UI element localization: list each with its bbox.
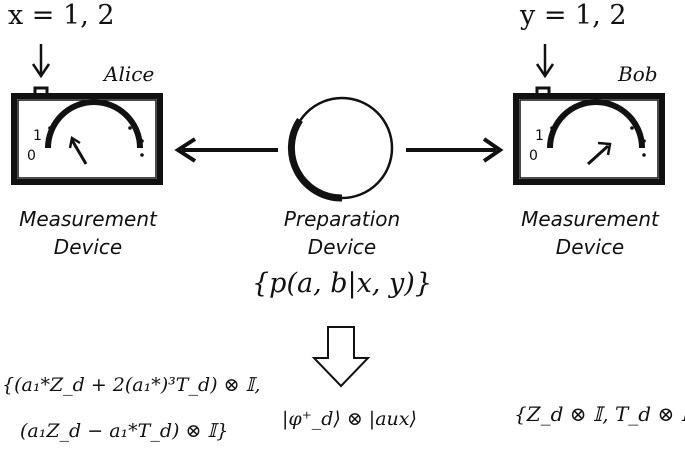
bob-device-label: Measurement Device bbox=[502, 205, 678, 261]
alice-dial-low: 0 bbox=[27, 148, 36, 164]
alice-device-label: Measurement Device bbox=[0, 205, 176, 261]
alice-label-line1: Measurement bbox=[19, 207, 157, 231]
preparation-label-line2: Device bbox=[307, 235, 377, 259]
alice-observables-line1: {(a₁*Z_d + 2(a₁*)³T_d) ⊗ 𝕀, bbox=[2, 374, 261, 396]
bob-observables: {Z_d ⊗ 𝕀, T_d ⊗ 𝕀} bbox=[514, 402, 685, 426]
bob-needle bbox=[586, 144, 610, 166]
bob-name: Bob bbox=[618, 62, 658, 86]
alice-input-arrow bbox=[31, 44, 51, 79]
bob-label-line1: Measurement bbox=[521, 207, 659, 231]
preparation-label-line1: Preparation bbox=[283, 207, 401, 231]
bob-label-line2: Device bbox=[555, 235, 625, 259]
alice-observables-line2: (a₁Z_d − a₁*T_d) ⊗ 𝕀} bbox=[20, 420, 229, 442]
alice-name: Alice bbox=[104, 62, 155, 86]
probability-distribution: {p(a, b|x, y)} bbox=[252, 268, 432, 299]
alice-measurement-device bbox=[11, 86, 163, 185]
bob-input-label: y = 1, 2 bbox=[520, 0, 627, 31]
arrow-to-alice bbox=[174, 137, 278, 163]
bob-input-arrow bbox=[535, 44, 555, 79]
bob-measurement-device bbox=[513, 86, 665, 185]
alice-label-line2: Device bbox=[53, 235, 123, 259]
alice-dial-high: 1 bbox=[33, 128, 42, 144]
bob-dial-low: 0 bbox=[529, 148, 538, 164]
quantum-state: |φ⁺_d⟩ ⊗ |aux⟩ bbox=[282, 408, 417, 430]
alice-input-label: x = 1, 2 bbox=[8, 0, 115, 31]
hollow-down-arrow bbox=[311, 326, 371, 388]
alice-needle bbox=[70, 139, 88, 165]
preparation-device bbox=[287, 96, 394, 202]
arrow-to-bob bbox=[406, 137, 504, 163]
preparation-device-label: Preparation Device bbox=[254, 205, 430, 261]
bob-dial-high: 1 bbox=[535, 128, 544, 144]
